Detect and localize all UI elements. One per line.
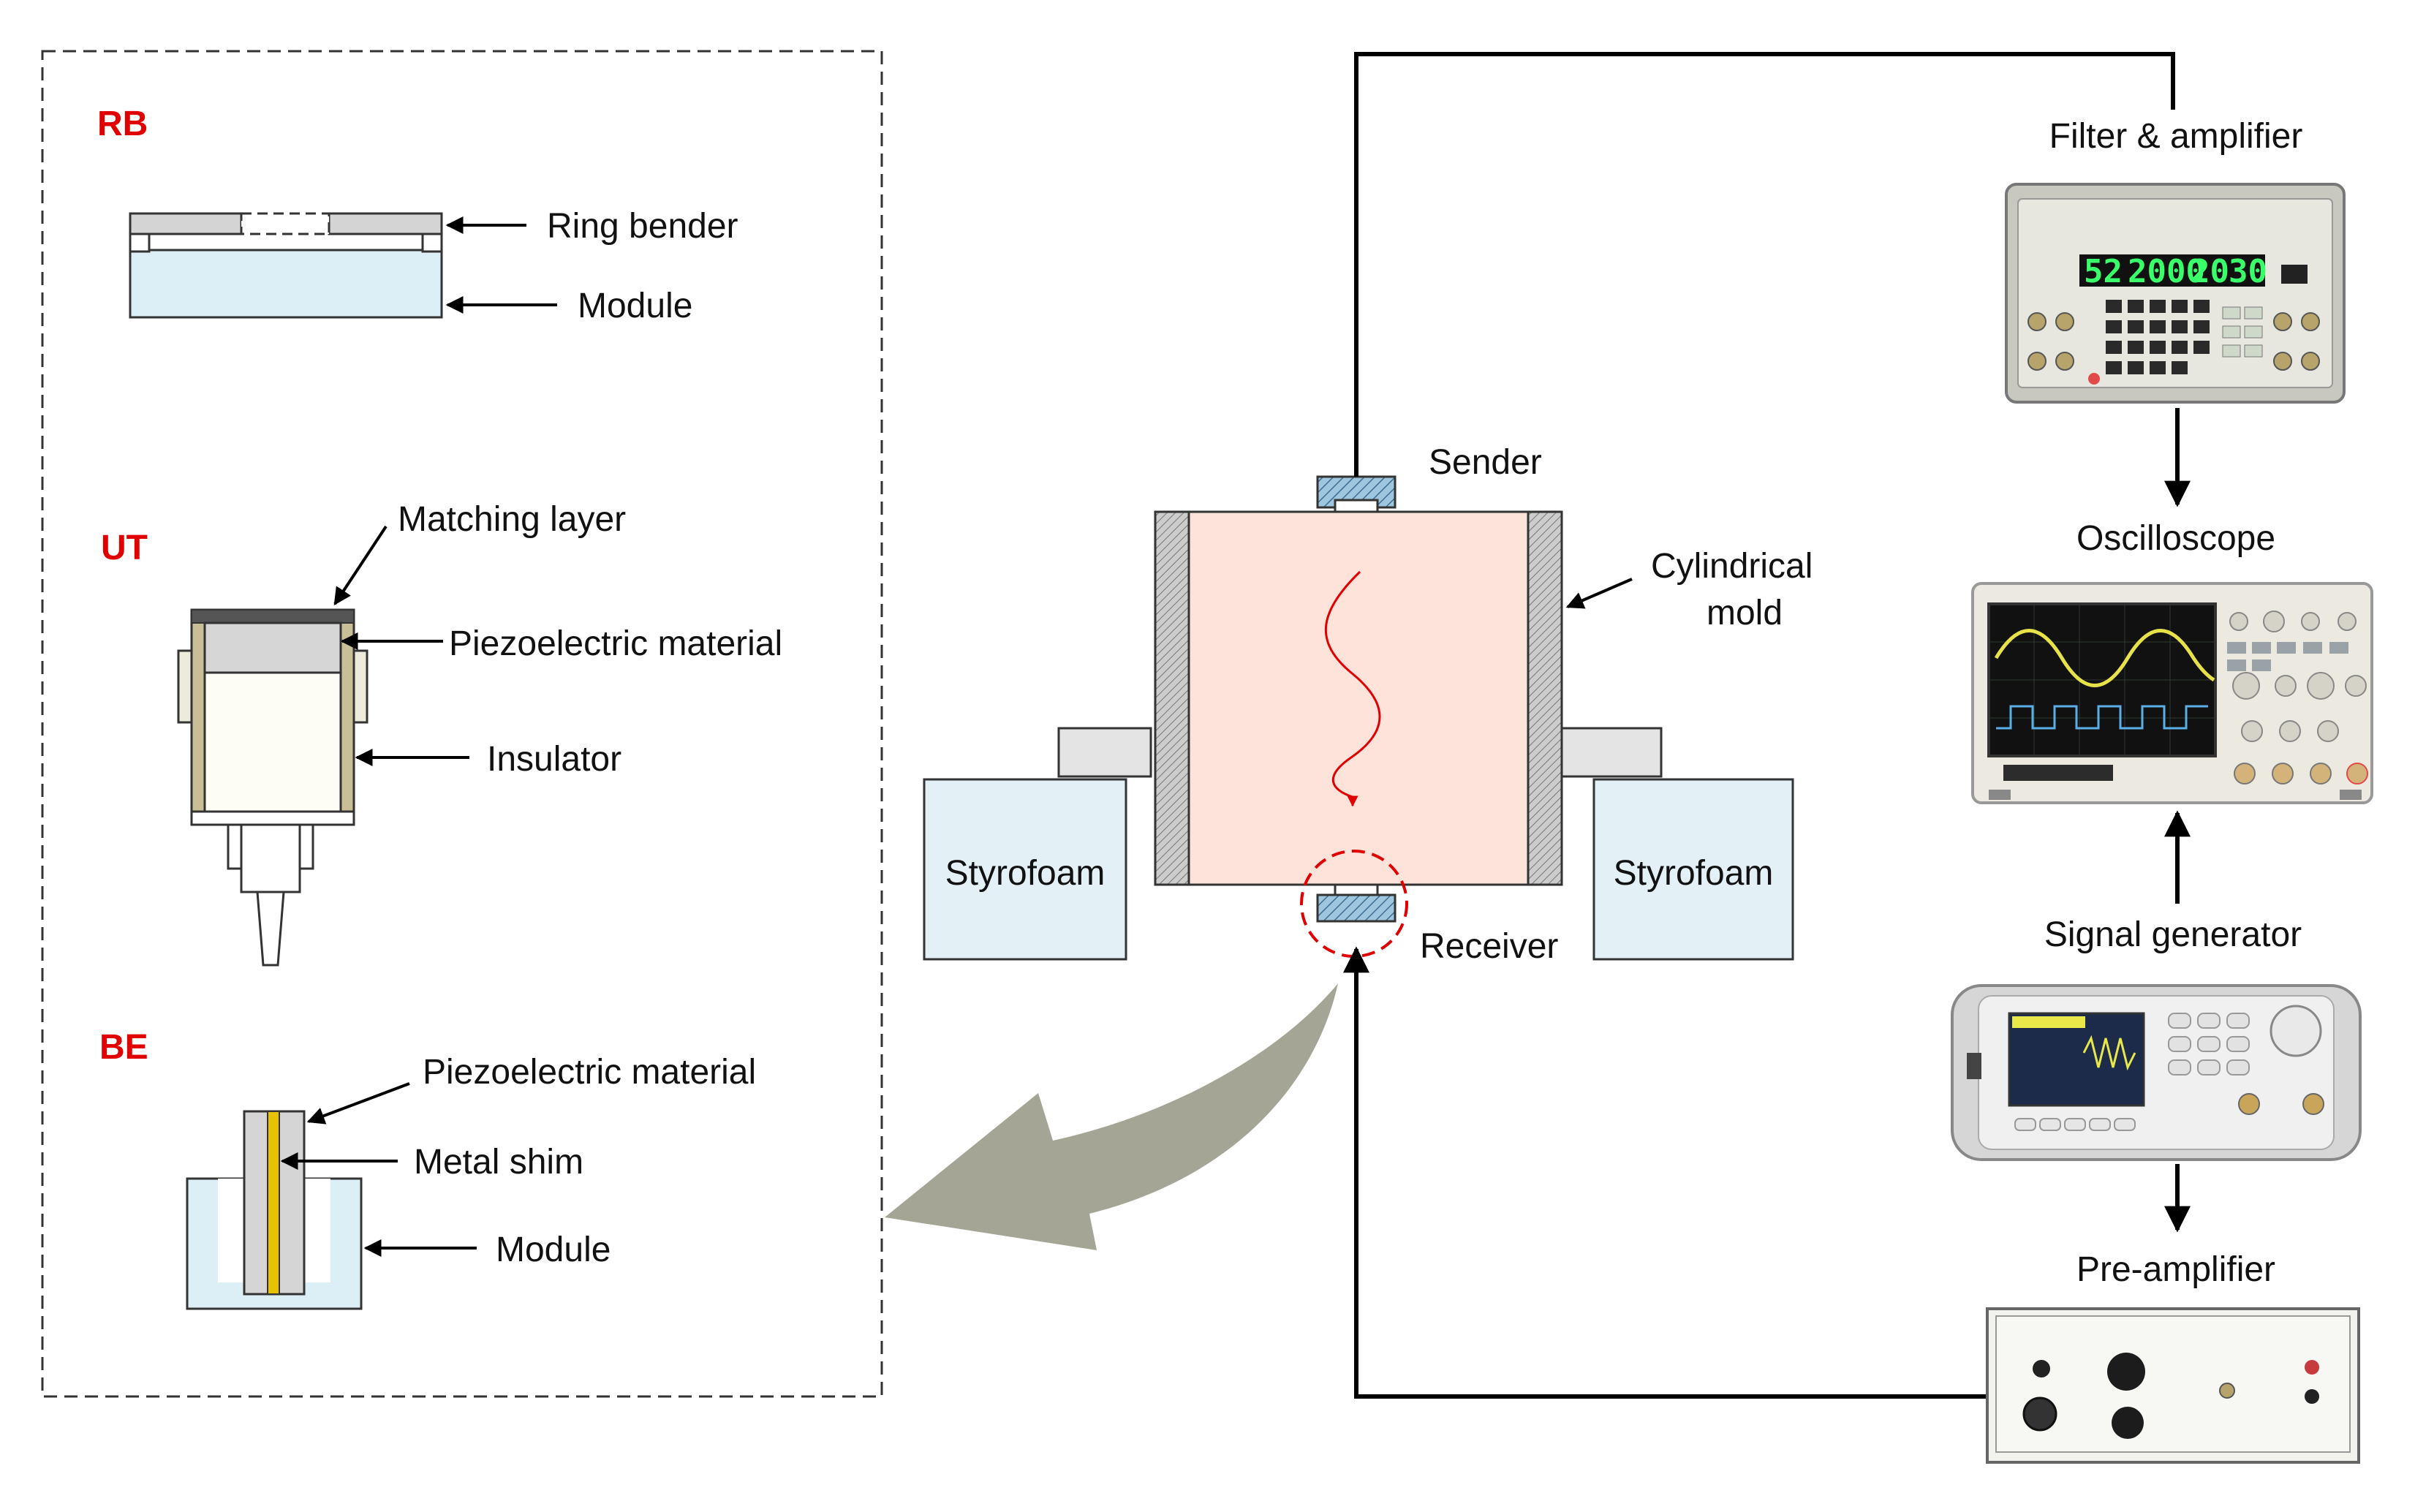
filter-amp-panel bbox=[2017, 198, 2333, 388]
cylindrical-mold-setup: Styrofoam Styrofoam Sender Receiver Cyli… bbox=[923, 443, 1813, 966]
ut-connector-inner bbox=[240, 823, 301, 893]
preamp-switch bbox=[2033, 1360, 2050, 1377]
signal-gen-dial bbox=[2270, 1005, 2322, 1057]
ut-bottom-plate bbox=[190, 810, 355, 826]
oscilloscope-foot-left bbox=[1989, 790, 2011, 800]
oscilloscope-label: Oscilloscope bbox=[2076, 519, 2275, 558]
receiver-cable bbox=[1343, 946, 1989, 1399]
ut-piezo-disc bbox=[203, 621, 342, 674]
mold-arrow bbox=[1565, 578, 1633, 609]
filter-display-1: 52 bbox=[2084, 253, 2123, 290]
preamp-label: Pre-amplifier bbox=[2076, 1250, 2275, 1289]
signal-gen-usb bbox=[1967, 1053, 1981, 1079]
signal-gen-softkeys bbox=[2014, 1118, 2136, 1131]
pre-amplifier: Pre-amplifier bbox=[1986, 1250, 2360, 1464]
styrofoam-right bbox=[1592, 778, 1794, 961]
oscilloscope-foot-right bbox=[2340, 790, 2362, 800]
filter-amp-power-led bbox=[2088, 373, 2100, 385]
signal-gen-keypad bbox=[2168, 1013, 2250, 1076]
rb-module-block bbox=[129, 249, 443, 319]
oscilloscope-sine-trace bbox=[1994, 629, 2215, 687]
mold-wall-left bbox=[1154, 510, 1190, 886]
ut-matching-arrow bbox=[333, 525, 388, 606]
be-piezo-label: Piezoelectric material bbox=[423, 1053, 756, 1092]
receiver-label: Receiver bbox=[1420, 927, 1558, 966]
filter-display-4: 30 bbox=[2229, 253, 2267, 290]
preamp-filter-knob bbox=[2112, 1407, 2144, 1439]
ut-piezo-label: Piezoelectric material bbox=[449, 624, 782, 663]
filter-amp-label: Filter & amplifier bbox=[2049, 117, 2303, 156]
styrofoam-left-label: Styrofoam bbox=[945, 854, 1106, 893]
sender-base bbox=[1334, 499, 1379, 513]
ring-bender-section: RB Ring bender Module bbox=[97, 105, 738, 325]
oscilloscope-buttons bbox=[2227, 642, 2348, 671]
filter-amplifier: Filter & amplifier 52 2000 20 30 bbox=[2005, 117, 2346, 404]
signal-gen-waveform bbox=[2082, 1035, 2136, 1071]
rb-ring-center bbox=[240, 212, 330, 235]
ut-cable bbox=[256, 891, 285, 967]
wiring bbox=[1343, 52, 2191, 1399]
signal-gen-label: Signal generator bbox=[2044, 915, 2302, 954]
be-metal-shim bbox=[267, 1111, 280, 1295]
rb-title: RB bbox=[97, 105, 148, 143]
styrofoam-left bbox=[923, 778, 1127, 961]
preamp-panel bbox=[1995, 1315, 2351, 1453]
oscilloscope-knobs bbox=[2229, 611, 2367, 742]
sender-cable bbox=[1354, 52, 2175, 477]
mold-wall-right bbox=[1527, 510, 1563, 886]
signal-generator: Signal generator bbox=[1951, 915, 2362, 1161]
rb-support-right bbox=[421, 231, 443, 253]
ut-matching-layer bbox=[191, 609, 355, 624]
signal-gen-screen-header bbox=[2012, 1016, 2085, 1028]
panel-border bbox=[41, 50, 883, 1398]
preamp-output-red bbox=[2305, 1360, 2319, 1375]
bender-element-section: BE Piezoelectric material Metal shim Mod… bbox=[99, 1028, 756, 1310]
styrofoam-right-label: Styrofoam bbox=[1614, 854, 1774, 893]
be-shim-label: Metal shim bbox=[414, 1143, 583, 1182]
soil-specimen bbox=[1154, 510, 1563, 886]
oscilloscope-inputs bbox=[2234, 763, 2368, 785]
filter-display-3: 20 bbox=[2191, 253, 2229, 290]
transducer-types-panel: RB Ring bender Module UT Matching layer bbox=[41, 50, 883, 1398]
signal-gen-outputs bbox=[2238, 1093, 2324, 1115]
preamp-input-connector bbox=[2022, 1396, 2057, 1432]
rb-module-label: Module bbox=[578, 287, 692, 325]
ut-matching-layer-label: Matching layer bbox=[398, 500, 626, 539]
preamp-bnc bbox=[2219, 1383, 2235, 1399]
filter-amp-display bbox=[2079, 254, 2265, 287]
filter-amp-bnc-connectors bbox=[2027, 312, 2320, 371]
support-right bbox=[1560, 727, 1663, 778]
ut-title: UT bbox=[101, 529, 148, 567]
be-piezo-arrow bbox=[306, 1082, 410, 1124]
filter-amp-side-buttons bbox=[2222, 306, 2263, 358]
rb-ring-bender-label: Ring bender bbox=[547, 207, 738, 246]
rb-ring-right bbox=[328, 212, 443, 235]
sender-label: Sender bbox=[1429, 443, 1542, 482]
mold-label-line2: mold bbox=[1707, 594, 1783, 632]
receiver-transducer bbox=[1316, 893, 1397, 923]
ultrasonic-transducer-section: UT Matching layer Piezoelectric material… bbox=[101, 500, 782, 967]
oscilloscope-square-trace bbox=[1996, 705, 2208, 730]
preamp-output-black bbox=[2305, 1389, 2319, 1404]
ut-insulator-label: Insulator bbox=[487, 740, 621, 779]
filter-amp-keypad bbox=[2106, 300, 2210, 374]
preamp-gain-knob bbox=[2107, 1353, 2145, 1391]
filter-amp-switch bbox=[2281, 265, 2308, 284]
rb-support-left bbox=[129, 231, 151, 253]
oscilloscope: Oscilloscope bbox=[1971, 519, 2373, 804]
rb-ring-left bbox=[129, 212, 243, 235]
zoom-arrow bbox=[885, 983, 1338, 1250]
filter-display-2: 2000 bbox=[2128, 253, 2205, 290]
oscilloscope-usb-bar bbox=[2003, 765, 2113, 781]
signal-gen-screen bbox=[2008, 1012, 2145, 1107]
support-left bbox=[1057, 727, 1152, 778]
wave-propagation bbox=[1325, 570, 1381, 807]
be-title: BE bbox=[99, 1028, 148, 1067]
be-module-label: Module bbox=[496, 1231, 611, 1269]
mold-label-line1: Cylindrical bbox=[1651, 547, 1813, 586]
